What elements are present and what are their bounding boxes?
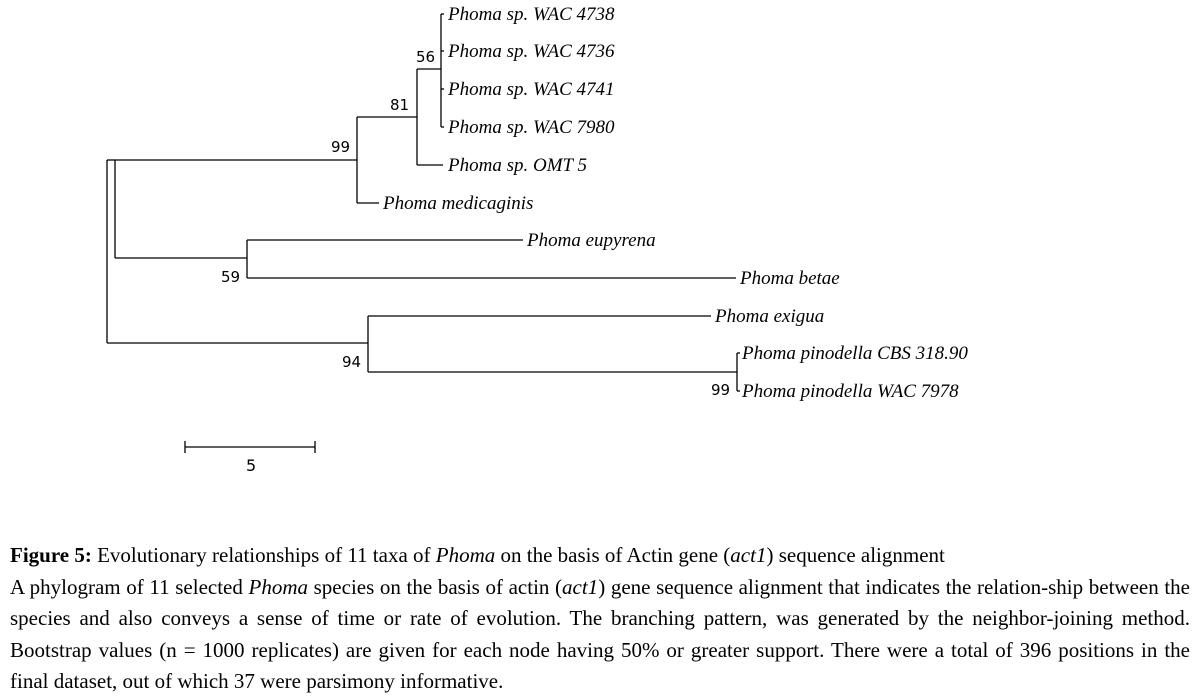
taxon-label: Phoma pinodella WAC 7978: [741, 381, 959, 402]
caption-italic: act1: [730, 543, 767, 567]
phylogenetic-tree: Phoma sp. WAC 4738 Phoma sp. WAC 4736 Ph…: [106, 4, 968, 475]
caption-text: on the basis of Actin gene (: [495, 543, 731, 567]
caption-text: ) sequence alignment: [766, 543, 945, 567]
taxon-label: Phoma sp. WAC 4738: [447, 4, 615, 25]
bootstrap-value-99: 99: [331, 138, 350, 156]
taxon-label: Phoma pinodella CBS 318.90: [741, 343, 968, 364]
taxon-label: Phoma medicaginis: [382, 193, 533, 214]
taxon-label: Phoma exigua: [714, 306, 824, 327]
figure-caption: Figure 5: Evolutionary relationships of …: [10, 540, 1190, 698]
taxon-label: Phoma eupyrena: [526, 230, 656, 251]
caption-text: A phylogram of 11 selected: [10, 574, 249, 599]
taxon-label: Phoma sp. WAC 4741: [447, 79, 615, 100]
bootstrap-value-59: 59: [221, 268, 240, 286]
figure-label: Figure 5:: [10, 543, 92, 567]
bootstrap-value-81: 81: [390, 96, 409, 114]
scale-bar-label: 5: [246, 456, 256, 475]
caption-text: species on the basis of actin (: [308, 574, 563, 599]
taxon-label: Phoma sp. WAC 7980: [447, 117, 615, 138]
bootstrap-value-56: 56: [416, 48, 435, 66]
bootstrap-value-94: 94: [342, 353, 361, 371]
taxon-label: Phoma sp. OMT 5: [447, 155, 587, 176]
caption-italic: act1: [562, 574, 599, 599]
caption-text: Evolutionary relationships of 11 taxa of: [91, 543, 436, 567]
bootstrap-value-99-pinodella: 99: [711, 381, 730, 399]
caption-text: ) gene sequence alignment that indicates…: [10, 574, 1191, 694]
taxon-label: Phoma betae: [739, 268, 840, 289]
taxon-label: Phoma sp. WAC 4736: [447, 41, 615, 62]
caption-body: A phylogram of 11 selected Phoma species…: [10, 572, 1190, 698]
caption-title: Figure 5: Evolutionary relationships of …: [10, 540, 1190, 572]
caption-italic: Phoma: [248, 574, 309, 599]
caption-italic: Phoma: [435, 543, 496, 567]
